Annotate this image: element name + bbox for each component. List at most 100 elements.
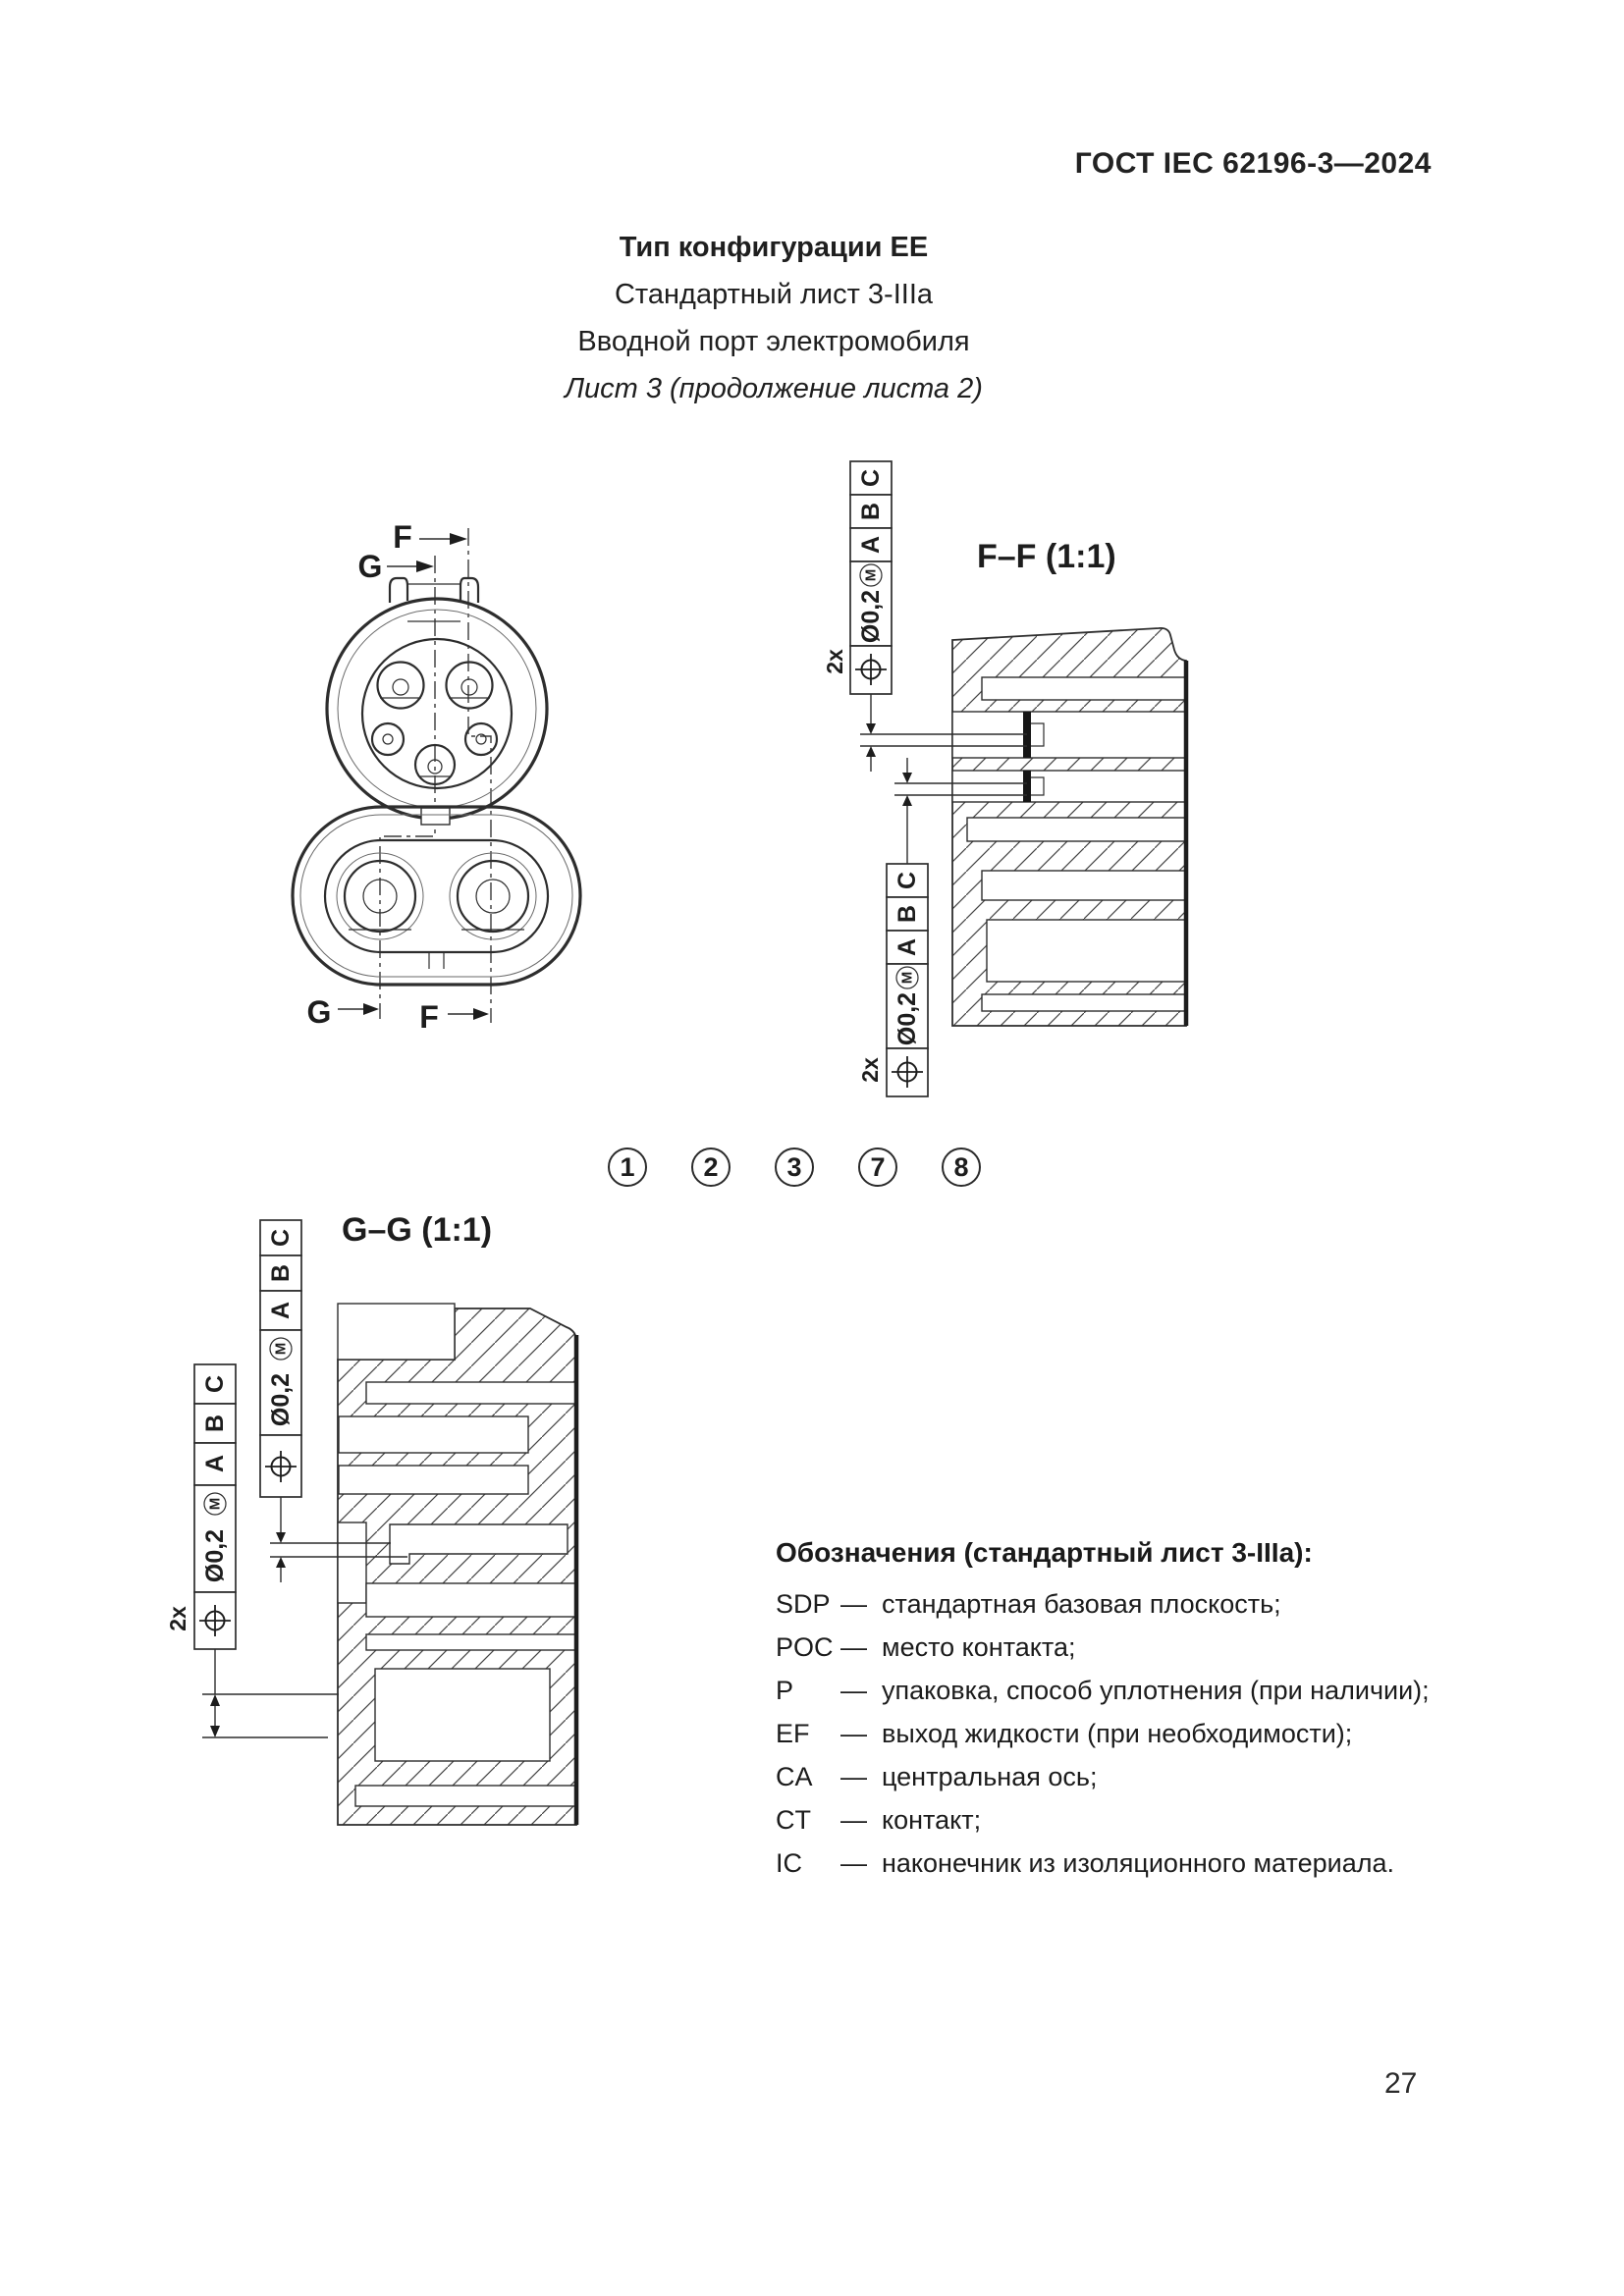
legend-abbr: CT [776, 1805, 811, 1835]
arrow-f-top [450, 533, 467, 545]
dc-housing-outer [291, 805, 582, 987]
modifier-m: M [899, 972, 916, 985]
legend-desc: упаковка, способ уплотнения (при наличии… [882, 1676, 1430, 1705]
datum-c: C [893, 872, 921, 889]
feature-control-frame-gg-left: C B A Ø0,2 M 2x [165, 1363, 339, 1738]
datum-a: A [201, 1455, 229, 1472]
title-block: Тип конфигурации EE Стандартный лист 3-I… [0, 224, 1547, 412]
doc-code-header: ГОСТ IEC 62196-3—2024 [1074, 147, 1432, 180]
ff-contact-lower [1023, 771, 1031, 802]
tolerance-value: Ø0,2 [201, 1529, 229, 1582]
legend-abbr: POC [776, 1632, 834, 1662]
legend-desc: место контакта; [882, 1632, 1076, 1662]
dc-carrier-stadium [323, 838, 550, 954]
balloon-2: 2 [691, 1148, 731, 1187]
legend-abbr: IC [776, 1848, 802, 1878]
legend-dash: — [840, 1805, 867, 1835]
datum-a: A [267, 1302, 295, 1319]
legend-dash: — [840, 1589, 867, 1619]
dc-contact-left [336, 852, 424, 940]
gg-cavity-upper [389, 1523, 568, 1565]
modifier-m: M [273, 1343, 290, 1356]
balloon-1: 1 [608, 1148, 647, 1187]
latch-tabs [388, 576, 480, 622]
ff-slot [981, 870, 1187, 901]
legend-title: Обозначения (стандартный лист 3-IIIa): [776, 1537, 1313, 1568]
gg-left-notch [337, 1522, 367, 1604]
modifier-m: M [207, 1498, 224, 1511]
gg-slot [354, 1785, 577, 1807]
gg-slot [365, 1633, 577, 1651]
contact-mid-left [370, 721, 406, 757]
section-ff-title: F–F (1:1) [977, 538, 1116, 575]
arrow-g-bottom [363, 1003, 379, 1015]
legend-item-ca: CA — центральная ось; [776, 1755, 1502, 1798]
datum-b: B [857, 503, 885, 520]
section-gg-drawing: G–G (1:1) C B A Ø0,2 M [165, 1211, 579, 1826]
modifier-m: M [863, 569, 880, 582]
legend-item-p: P — упаковка, способ уплотнения (при нал… [776, 1669, 1502, 1712]
arrow-g-top [416, 561, 434, 572]
configuration-type-title: Тип конфигурации EE [619, 232, 929, 263]
datum-c: C [267, 1229, 295, 1247]
legend-dash: — [840, 1762, 867, 1791]
legend-item-poc: POC — место контакта; [776, 1626, 1502, 1669]
dc-contact-right [449, 852, 537, 940]
position-symbol-icon [265, 1451, 297, 1482]
section-line-g [379, 556, 436, 1019]
gg-slot [338, 1465, 529, 1495]
feature-control-frame-gg-right: C B A Ø0,2 M [259, 1219, 407, 1582]
legend-abbr: CA [776, 1762, 813, 1791]
position-symbol-icon [199, 1605, 231, 1636]
dc-housing-rim [299, 814, 573, 978]
legend-dash: — [840, 1719, 867, 1748]
datum-a: A [857, 536, 885, 554]
section-line-f [467, 528, 492, 1023]
legend-dash: — [840, 1632, 867, 1662]
label-f-top: F [393, 519, 412, 555]
position-symbol-icon [892, 1056, 923, 1088]
page-number: 27 [1384, 2067, 1418, 2100]
legend-item-sdp: SDP — стандартная базовая плоскость; [776, 1582, 1502, 1626]
legend-item-ef: EF — выход жидкости (при необходимости); [776, 1712, 1502, 1755]
label-g-bottom: G [307, 994, 332, 1030]
gg-latch-block [337, 1303, 456, 1361]
standard-sheet-title: Стандартный лист 3-IIIa [614, 279, 934, 310]
legend-block: Обозначения (стандартный лист 3-IIIa): S… [776, 1537, 1502, 1885]
sheet-continuation-title: Лист 3 (продолжение листа 2) [565, 373, 983, 404]
ff-contact-slot-lower [951, 770, 1187, 803]
gg-slot [338, 1415, 529, 1454]
legend-item-ic: IC — наконечник из изоляционного материа… [776, 1842, 1502, 1885]
housing-bridge [420, 807, 451, 826]
datum-c: C [857, 469, 885, 487]
ff-slot [981, 676, 1187, 701]
vehicle-inlet-title: Вводной порт электромобиля [577, 326, 970, 357]
multiplier-label: 2x [165, 1606, 190, 1631]
legend-dash: — [840, 1676, 867, 1705]
legend-desc: центральная ось; [882, 1762, 1098, 1791]
multiplier-label: 2x [822, 649, 847, 674]
legend-abbr: SDP [776, 1589, 831, 1619]
label-g-top: G [358, 549, 383, 584]
datum-c: C [201, 1375, 229, 1393]
balloon-7: 7 [858, 1148, 897, 1187]
modifier-circle-icon [859, 563, 883, 587]
section-gg-title: G–G (1:1) [342, 1211, 492, 1249]
gg-slot [365, 1582, 577, 1618]
tolerance-value: Ø0,2 [267, 1373, 295, 1426]
datum-b: B [893, 905, 921, 923]
legend-desc: наконечник из изоляционного материала. [882, 1848, 1395, 1878]
contact-top-right [445, 661, 494, 710]
legend-abbr: EF [776, 1719, 810, 1748]
housing-outer-circle [325, 597, 549, 821]
legend-abbr: P [776, 1676, 794, 1705]
front-view-drawing: F G [291, 519, 582, 1035]
label-f-bottom: F [419, 999, 439, 1035]
datum-b: B [201, 1415, 229, 1432]
balloon-3: 3 [775, 1148, 814, 1187]
feature-control-frame-ff-upper: C B A Ø0,2 M 2x [822, 460, 1027, 772]
position-symbol-icon [855, 654, 887, 685]
gg-slot [365, 1381, 577, 1405]
arrow-f-bottom [473, 1008, 489, 1020]
